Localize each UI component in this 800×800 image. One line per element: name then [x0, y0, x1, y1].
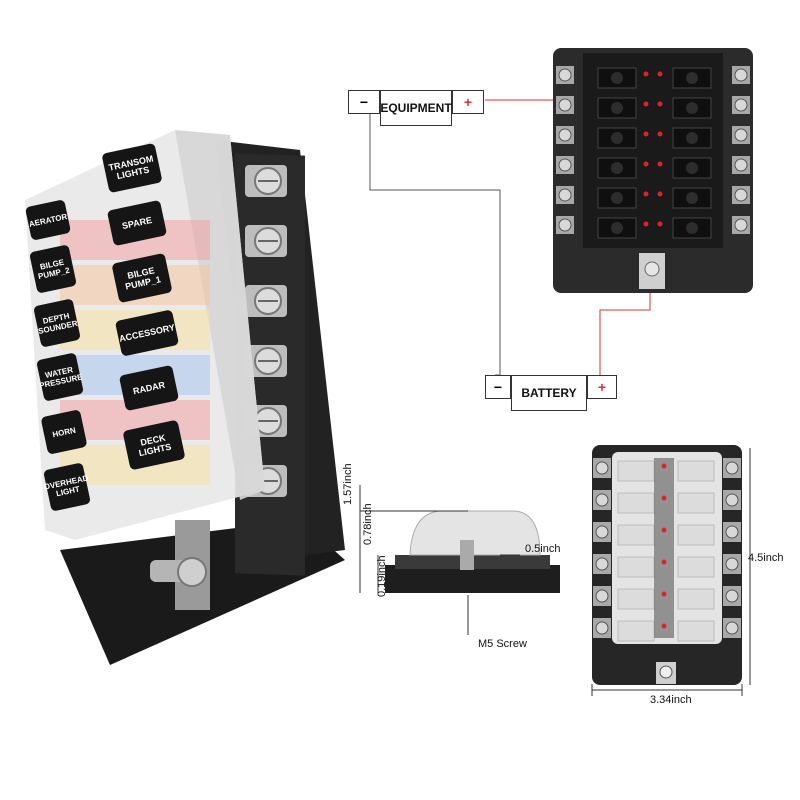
fuse-label-text: BILGE PUMP_2	[37, 257, 71, 282]
fuse-label-text: OVERHEAD LIGHT	[42, 473, 90, 499]
fuse-label-bilge-pump-2: BILGE PUMP_2	[29, 244, 77, 294]
front-view-diagram: 4.5inch 3.34inch	[580, 440, 800, 720]
side-view-diagram: 1.57inch 0.78inch 0.19inch 0.5inch M5 Sc…	[340, 455, 580, 685]
fuse-label-horn: HORN	[40, 409, 88, 455]
plus-sign: +	[463, 94, 473, 110]
equipment-plus: +	[452, 90, 484, 114]
dim-base-height: 0.19inch	[376, 555, 388, 597]
fuse-label-text: AERATOR	[28, 211, 68, 229]
fuse-label-text: HORN	[51, 425, 77, 439]
dim-stud-offset: 0.5inch	[525, 543, 561, 555]
fuse-label-text: DECK LIGHTS	[137, 432, 173, 459]
equipment-minus: −	[348, 90, 380, 114]
fuse-label-text: ACCESSORY	[118, 322, 176, 344]
plus-sign: +	[597, 379, 607, 395]
fuse-label-text: RADAR	[132, 379, 166, 397]
fuse-label-text: BILGE PUMP_1	[124, 265, 162, 292]
fuse-label-overhead-light: OVERHEAD LIGHT	[42, 462, 91, 512]
battery-label: BATTERY	[511, 375, 587, 411]
fuse-label-depth-sounder: DEPTH SOUNDER	[33, 298, 81, 348]
fuse-label-text: SPARE	[121, 214, 153, 232]
equipment-label: EQUIPMENT	[380, 90, 452, 126]
fuse-label-text: DEPTH SOUNDER	[37, 311, 79, 336]
fuse-label-water-pressure: WATER PRESSURE	[36, 352, 84, 402]
dim-width: 3.34inch	[650, 694, 692, 706]
battery-minus: −	[485, 375, 511, 399]
minus-sign: −	[493, 379, 503, 395]
battery-text: BATTERY	[521, 386, 577, 400]
fuse-label-text: WATER PRESSURE	[38, 365, 84, 391]
dim-cover-height: 0.78inch	[362, 503, 374, 545]
dim-screw: M5 Screw	[478, 638, 527, 650]
fuse-block-top-view	[553, 48, 753, 293]
dim-height: 4.5inch	[748, 552, 784, 564]
equipment-text: EQUIPMENT	[380, 101, 452, 115]
minus-sign: −	[359, 94, 369, 110]
fuse-label-text: TRANSOM LIGHTS	[107, 153, 155, 182]
wiring-diagram: − EQUIPMENT + − BATTERY +	[340, 40, 800, 420]
dim-top-height: 1.57inch	[342, 463, 354, 505]
battery-plus: +	[587, 375, 617, 399]
